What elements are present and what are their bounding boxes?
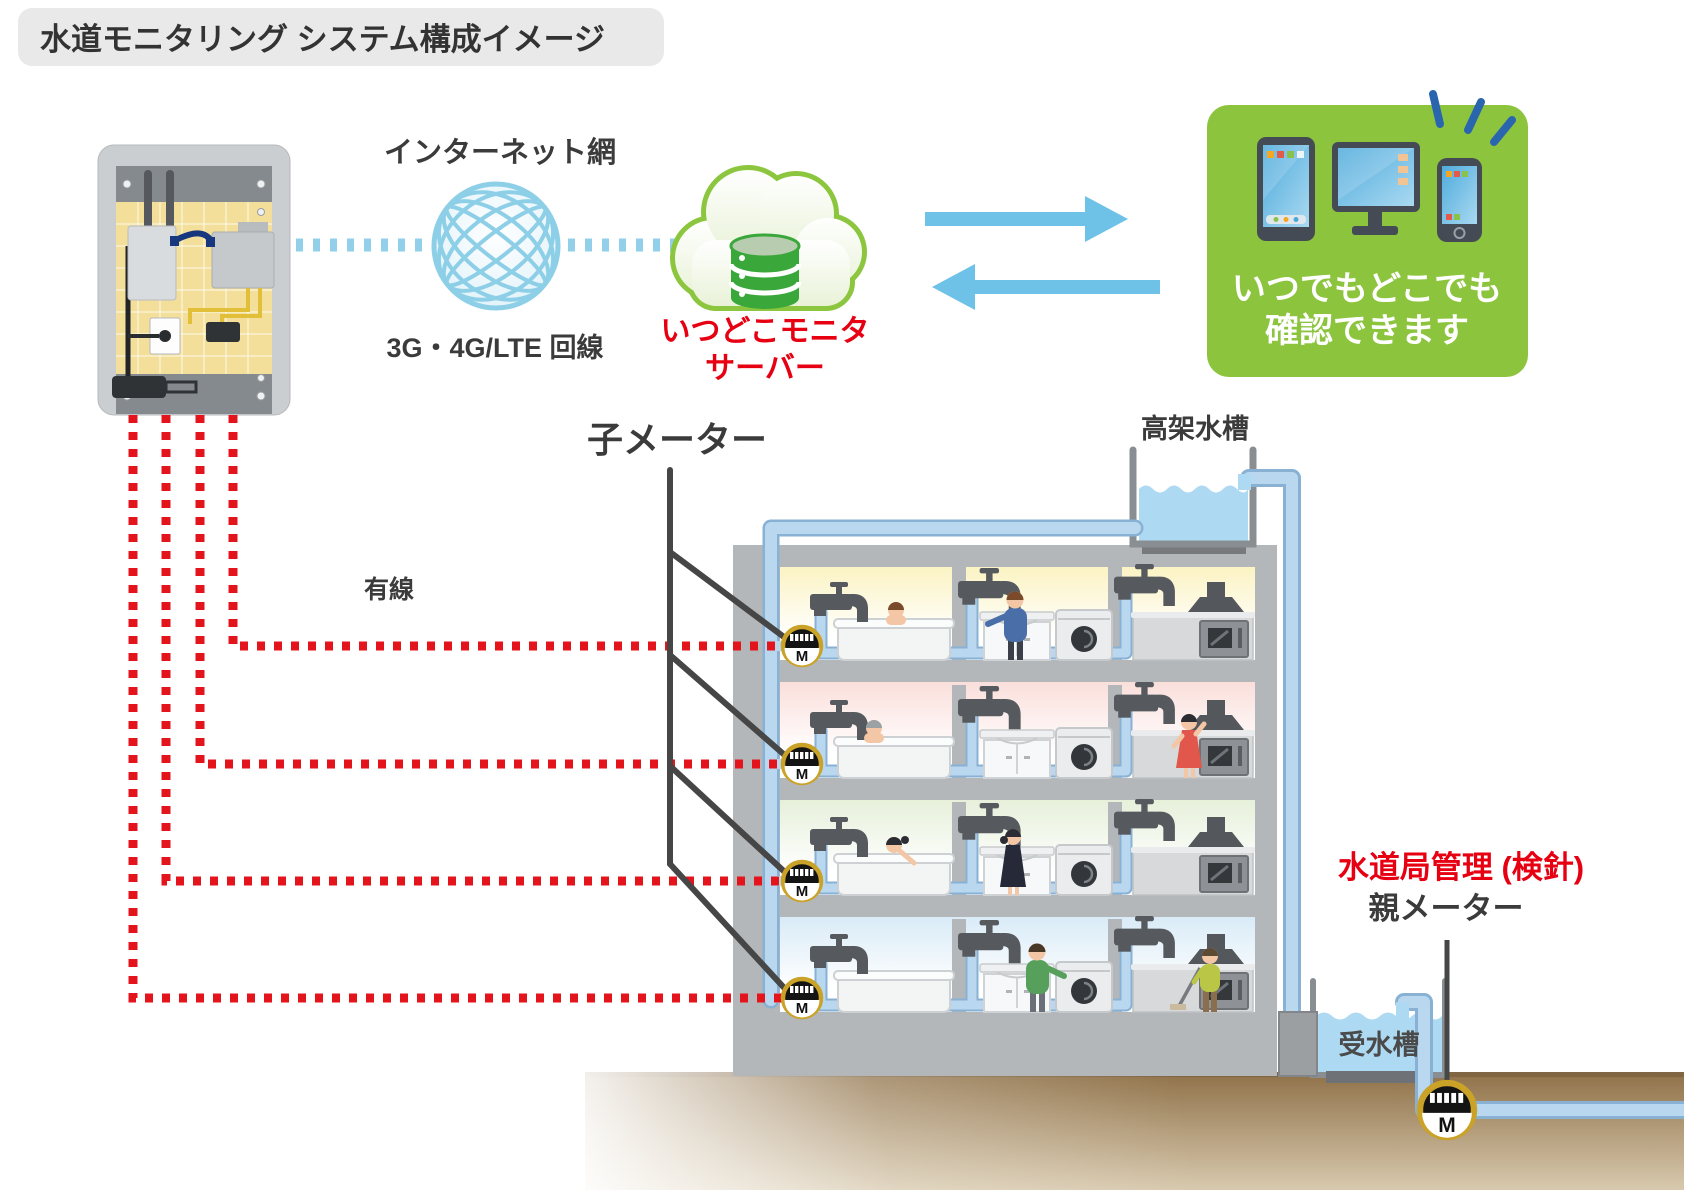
arrow-right-icon xyxy=(925,196,1128,242)
panel-caption-line2: 確認できます xyxy=(1265,311,1469,350)
server-name-line1: いつどこモニタ xyxy=(660,315,869,348)
parent-meter: M xyxy=(1420,1083,1474,1138)
child-meter-pointer-lines xyxy=(667,467,791,995)
red-wire-floor3 xyxy=(161,415,789,886)
title-badge: 水道モニタリング システム構成イメージ xyxy=(18,8,664,66)
monitor-icon xyxy=(1332,142,1420,235)
child-meter-2: M xyxy=(783,745,821,784)
line-3g4g-label: 3G・4G/LTE 回線 xyxy=(386,332,603,363)
receiving-tank-label: 受水槽 xyxy=(1339,1029,1420,1060)
pump-unit xyxy=(1278,1011,1318,1077)
supply-pipes xyxy=(762,469,1301,1023)
antenna-icon xyxy=(144,170,174,230)
red-wire-floor2 xyxy=(195,415,789,769)
waterworks-management-label: 水道局管理 (検針) xyxy=(1338,850,1584,885)
devices-panel: いつでもどこでも 確認できます xyxy=(1207,90,1528,377)
internet-label: インターネット網 xyxy=(384,136,616,169)
control-box xyxy=(97,144,291,416)
residents xyxy=(864,591,1220,1012)
blue-alert-dashes-icon xyxy=(1429,90,1516,146)
meter-letter: M xyxy=(796,766,809,783)
meter-letter: M xyxy=(796,883,809,900)
panel-caption-line1: いつでもどこでも xyxy=(1232,270,1502,308)
child-meter-label: 子メーター xyxy=(587,419,767,460)
meter-letter: M xyxy=(796,1000,809,1017)
wired-label: 有線 xyxy=(364,575,414,604)
child-meter-1: M xyxy=(783,627,821,666)
city-water-pipe xyxy=(1395,993,1684,1119)
child-meter-3: M xyxy=(783,862,821,901)
rooftop-tank xyxy=(1129,446,1257,554)
cloud-server-icon xyxy=(670,165,867,311)
tablet-icon xyxy=(1257,137,1315,241)
arrow-left-icon xyxy=(932,264,1160,310)
smartphone-icon xyxy=(1437,158,1482,242)
child-meter-4: M xyxy=(783,979,821,1018)
ground xyxy=(585,1072,1684,1190)
meter-letter: M xyxy=(1438,1114,1456,1137)
red-wire-floor4 xyxy=(128,415,789,1003)
database-icon xyxy=(728,233,802,309)
internet-globe-icon xyxy=(431,181,561,311)
parent-meter-label: 親メーター xyxy=(1369,891,1524,926)
page-title: 水道モニタリング システム構成イメージ xyxy=(40,22,605,57)
server-name-line2: サーバー xyxy=(705,352,825,385)
red-wire-floor1 xyxy=(228,415,789,651)
meter-letter: M xyxy=(796,648,809,665)
rooftop-tank-label: 高架水槽 xyxy=(1141,413,1249,444)
